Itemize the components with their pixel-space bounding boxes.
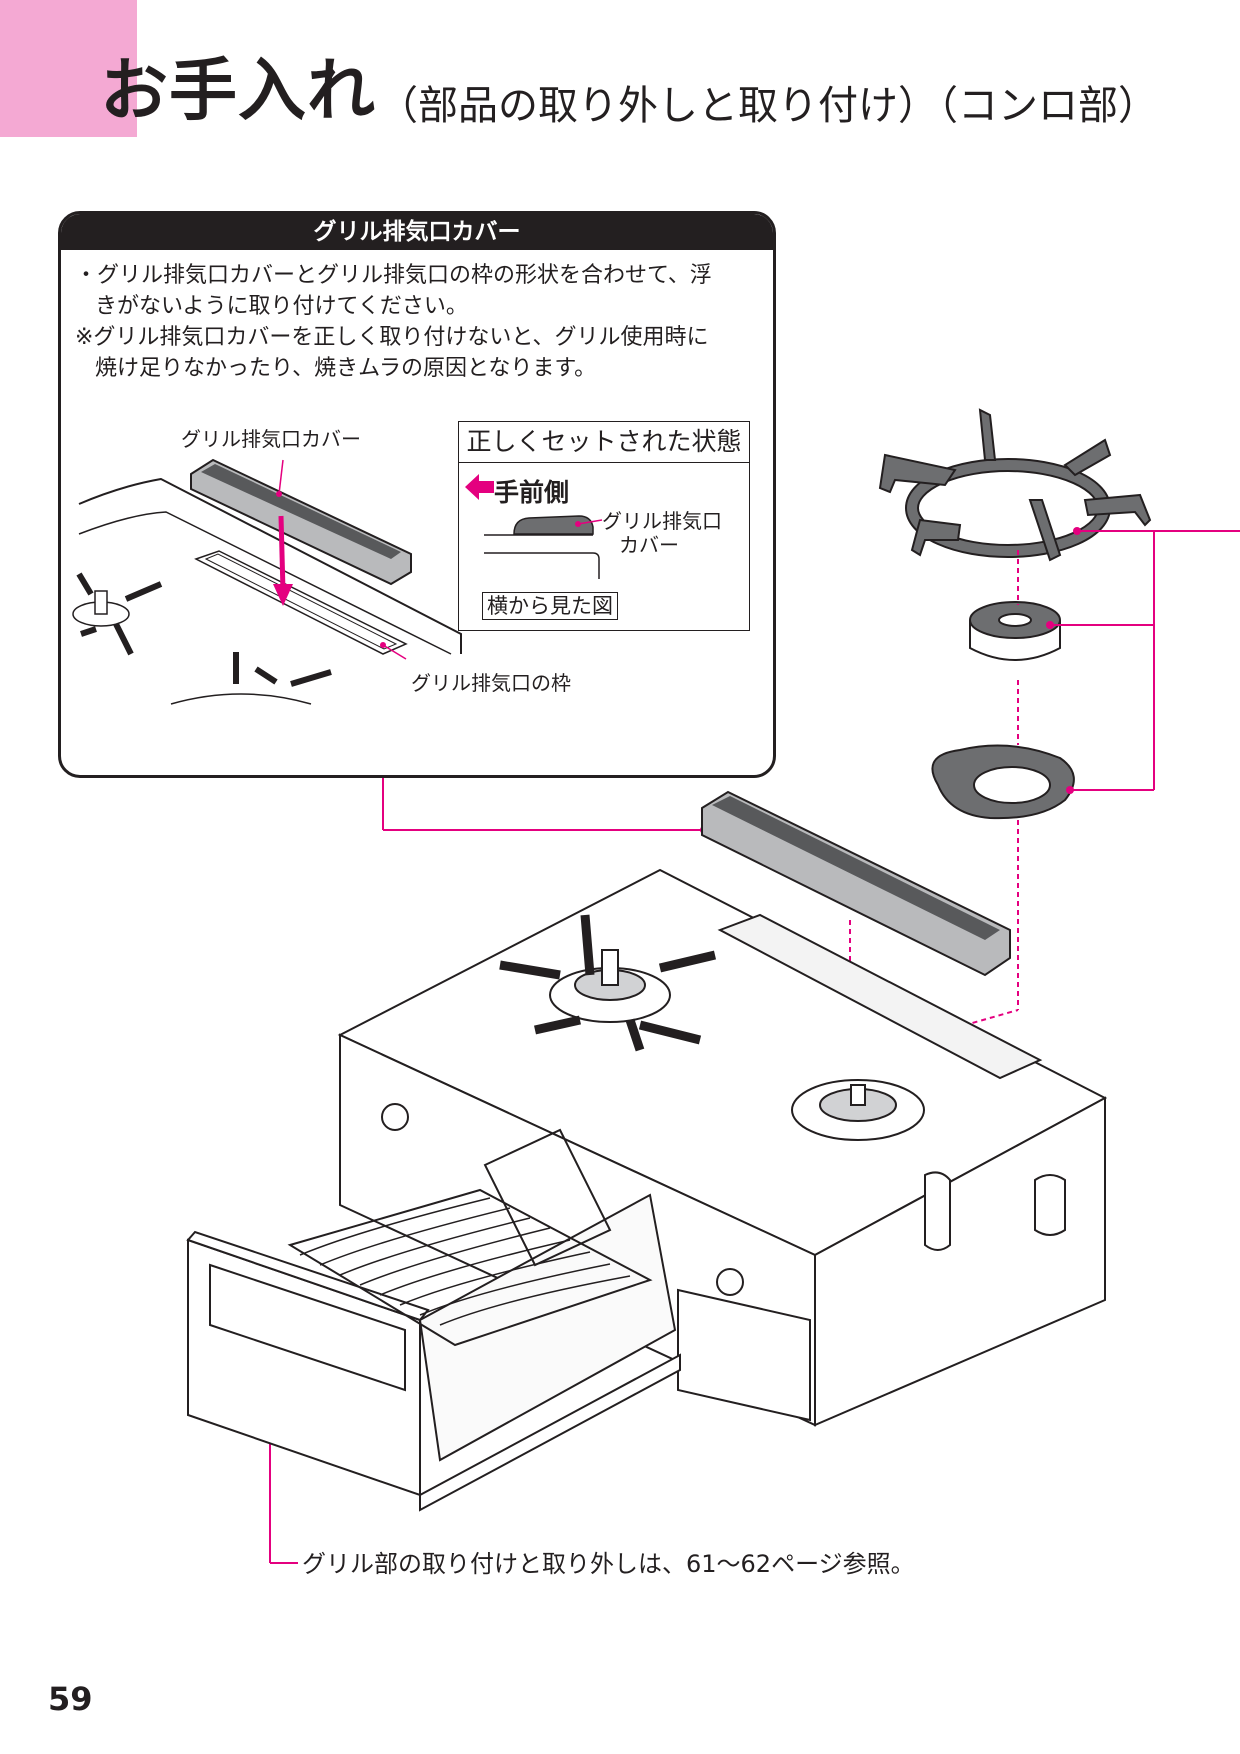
note-text-line: 焼け足りなかったり、焼きムラの原因となります。 — [95, 356, 597, 381]
note-text-line: きがないように取り付けてください。 — [95, 294, 468, 319]
side-cover-label: カバー — [619, 533, 679, 557]
burner-head-part — [969, 601, 1061, 661]
left-burner — [499, 914, 717, 1052]
correct-set-title: 正しくセットされた状態 — [459, 422, 749, 463]
frame-label: グリル排気口の枠 — [411, 671, 571, 695]
correct-set-box: 正しくセットされた状態 手前側 グリル排気口 カバー 横から見た図 — [458, 421, 750, 631]
front-side-label: 手前側 — [494, 478, 570, 507]
side-view-label: 横から見た図 — [482, 592, 618, 620]
pan-support-part — [878, 408, 1152, 562]
burner-plate-part — [931, 744, 1075, 820]
page-number: 59 — [48, 1680, 93, 1718]
grill-reference-note: グリル部の取り付けと取り外しは、61～62ページ参照。 — [302, 1550, 915, 1578]
page-subtitle: （部品の取り外しと取り付け）（コンロ部） — [378, 83, 1158, 129]
note-text-line: ※グリル排気口カバーを正しく取り付けないと、グリル使用時に — [75, 325, 709, 350]
control-panel — [381, 1103, 811, 1422]
cover-install-illustration — [72, 458, 462, 705]
grill-exhaust-cover-part — [701, 790, 1011, 977]
note-text-line: ・グリル排気口カバーとグリル排気口の枠の形状を合わせて、浮 — [75, 263, 712, 288]
cover-label: グリル排気口カバー — [181, 427, 361, 451]
right-burner — [791, 1079, 925, 1141]
side-cover-label: グリル排気口 — [602, 509, 722, 533]
chapter-tab — [0, 0, 137, 137]
page-title: お手入れ — [100, 52, 377, 131]
grill-drawer — [186, 1128, 681, 1512]
grill-cover-note-box: グリル排気口カバー ・グリル排気口カバーとグリル排気口の枠の形状を合わせて、浮 … — [58, 211, 776, 778]
side-view-diagram — [484, 515, 603, 579]
arrow-left-icon — [465, 474, 494, 500]
note-heading: グリル排気口カバー — [61, 214, 773, 250]
